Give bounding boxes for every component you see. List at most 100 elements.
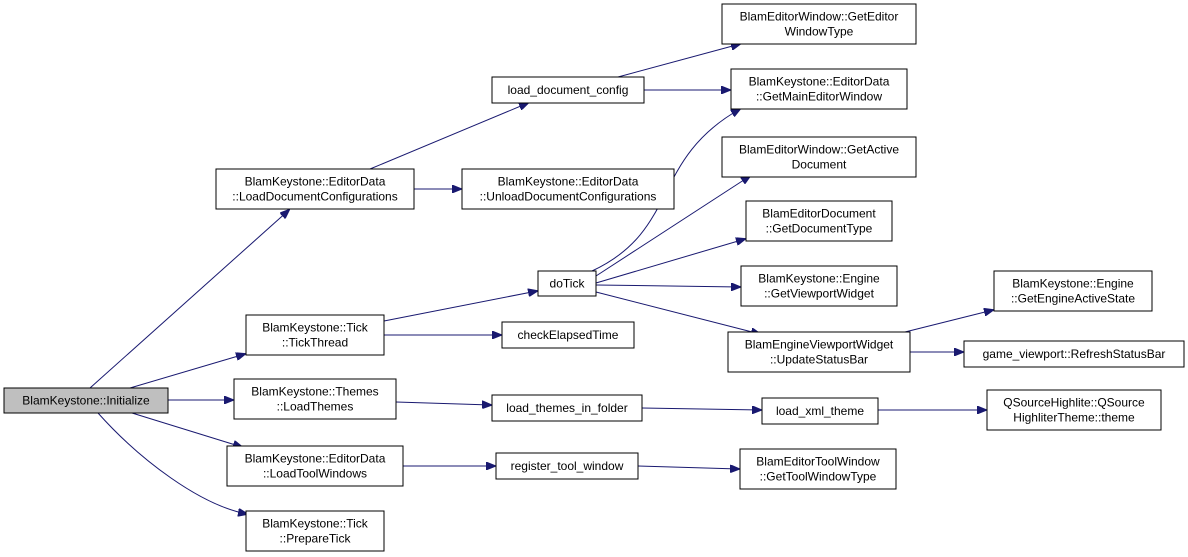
edges-layer (89, 44, 993, 514)
node-box (226, 445, 404, 487)
node-label-line: BlamKeystone::Engine (758, 272, 880, 286)
edge-line (129, 354, 245, 389)
node-unload-doc-configs[interactable]: BlamKeystone::EditorData::UnloadDocument… (461, 168, 675, 210)
node-refresh-status-bar[interactable]: game_viewport::RefreshStatusBar (963, 340, 1185, 368)
node-load-document-config[interactable]: load_document_config (491, 76, 645, 104)
edge-line (89, 210, 289, 389)
node-load-themes-in-folder[interactable]: load_themes_in_folder (491, 394, 643, 422)
node-get-viewport-widget[interactable]: BlamKeystone::Engine::GetViewportWidget (740, 265, 898, 307)
node-label-line: BlamKeystone::EditorData (245, 452, 386, 466)
node-label-line: ::GetMainEditorWindow (756, 90, 882, 104)
node-label-line: BlamKeystone::EditorData (498, 175, 639, 189)
node-get-main-editor-window[interactable]: BlamKeystone::EditorData::GetMainEditorW… (730, 68, 908, 110)
node-box (461, 168, 675, 210)
node-box (245, 314, 385, 356)
edge-update_status_bar-to-get_engine_active_state (904, 310, 993, 333)
node-label-line: BlamEngineViewportWidget (745, 338, 894, 352)
edge-line (904, 310, 993, 333)
node-tick-thread[interactable]: BlamKeystone::Tick::TickThread (245, 314, 385, 356)
node-box (233, 378, 397, 420)
node-label-line: BlamEditorWindow::GetActive (739, 143, 899, 157)
edge-line (131, 412, 242, 447)
edge-line (595, 176, 750, 277)
node-box (986, 389, 1162, 431)
node-box (245, 510, 385, 552)
node-label-line: game_viewport::RefreshStatusBar (983, 347, 1166, 361)
node-box (491, 394, 643, 422)
node-box (537, 270, 597, 297)
node-label-line: ::LoadThemes (277, 400, 354, 414)
edge-load_themes-to-load_themes_in_folder (395, 402, 491, 405)
edge-load_doc_configs-to-load_document_config (369, 103, 528, 170)
node-label-line: BlamKeystone::EditorData (749, 75, 890, 89)
node-box (730, 68, 908, 110)
node-box (721, 136, 917, 178)
node-prepare-tick[interactable]: BlamKeystone::Tick::PrepareTick (245, 510, 385, 552)
node-do-tick[interactable]: doTick (537, 270, 597, 297)
node-register-tool-window[interactable]: register_tool_window (495, 452, 639, 480)
node-load-xml-theme[interactable]: load_xml_theme (761, 397, 879, 425)
node-box (727, 331, 911, 373)
edge-line (617, 44, 740, 78)
node-label-line: register_tool_window (511, 459, 624, 473)
node-label-line: HighliterTheme::theme (1013, 411, 1135, 425)
node-load-themes[interactable]: BlamKeystone::Themes::LoadThemes (233, 378, 397, 420)
edge-load_document_config-to-get_editor_window_type (617, 44, 740, 78)
node-box (3, 387, 169, 414)
edge-line (395, 402, 491, 405)
edge-do_tick-to-get_active_document (595, 176, 750, 277)
edge-line (641, 408, 761, 410)
edge-do_tick-to-update_status_bar (595, 291, 760, 334)
node-get-tool-window-type[interactable]: BlamEditorToolWindow::GetToolWindowType (739, 448, 897, 490)
edge-register_tool_window-to-get_tool_window_type (637, 466, 739, 469)
edge-line (369, 103, 528, 170)
node-box (963, 340, 1185, 368)
node-update-status-bar[interactable]: BlamEngineViewportWidget::UpdateStatusBa… (727, 331, 911, 373)
node-check-elapsed[interactable]: checkElapsedTime (501, 321, 635, 349)
edge-initialize-to-tick_thread (129, 354, 245, 389)
node-label-line: QSourceHighlite::QSource (1003, 396, 1145, 410)
nodes-layer: BlamKeystone::InitializeBlamKeystone::Ed… (3, 3, 1185, 552)
node-label-line: load_document_config (508, 83, 629, 97)
node-label-line: checkElapsedTime (518, 328, 619, 342)
edge-line (595, 285, 740, 287)
node-label-line: ::PrepareTick (280, 532, 352, 546)
node-box (491, 76, 645, 104)
node-box (495, 452, 639, 480)
node-label-line: ::GetDocumentType (766, 222, 873, 236)
node-box (501, 321, 635, 349)
node-load-doc-configs[interactable]: BlamKeystone::EditorData::LoadDocumentCo… (215, 168, 415, 210)
edge-initialize-to-load_doc_configs (89, 210, 289, 389)
edge-load_themes_in_folder-to-load_xml_theme (641, 408, 761, 410)
node-box (721, 3, 917, 45)
edge-line (595, 291, 760, 334)
node-label-line: ::GetEngineActiveState (1011, 292, 1135, 306)
node-label-line: ::LoadToolWindows (263, 467, 367, 481)
node-get-document-type[interactable]: BlamEditorDocument::GetDocumentType (745, 200, 893, 242)
node-label-line: Document (792, 158, 847, 172)
edge-initialize-to-load_tool_windows (131, 412, 242, 447)
node-label-line: BlamEditorToolWindow (756, 455, 880, 469)
edge-do_tick-to-get_document_type (595, 239, 745, 284)
node-box (761, 397, 879, 425)
node-label-line: ::GetToolWindowType (760, 470, 877, 484)
node-label-line: BlamKeystone::Initialize (22, 394, 150, 408)
node-label-line: ::TickThread (282, 336, 348, 350)
edge-initialize-to-prepare_tick (97, 412, 247, 514)
node-box (215, 168, 415, 210)
node-load-tool-windows[interactable]: BlamKeystone::EditorData::LoadToolWindow… (226, 445, 404, 487)
node-label-line: load_xml_theme (776, 404, 864, 418)
node-box (740, 265, 898, 307)
node-initialize[interactable]: BlamKeystone::Initialize (3, 387, 169, 414)
edge-line (595, 239, 745, 284)
node-label-line: ::UpdateStatusBar (770, 353, 868, 367)
node-label-line: BlamKeystone::Tick (262, 321, 369, 335)
node-qsource-theme[interactable]: QSourceHighlite::QSourceHighliterTheme::… (986, 389, 1162, 431)
node-label-line: BlamKeystone::Themes (251, 385, 378, 399)
node-label-line: ::UnloadDocumentConfigurations (480, 190, 657, 204)
node-get-engine-active-state[interactable]: BlamKeystone::Engine::GetEngineActiveSta… (993, 270, 1153, 312)
edge-tick_thread-to-do_tick (383, 291, 537, 322)
